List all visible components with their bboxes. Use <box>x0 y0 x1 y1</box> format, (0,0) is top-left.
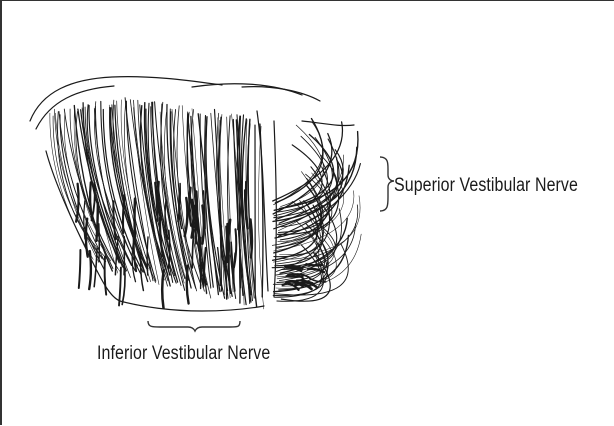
inferior-fiber-shade <box>90 182 92 220</box>
superior-vestibular-nerve-label: Superior Vestibular Nerve <box>394 175 578 197</box>
superior-fiber-shade <box>306 264 322 265</box>
inferior-fiber-shade <box>147 237 148 275</box>
inferior-fiber-shade <box>228 224 229 262</box>
superior-bracket <box>380 157 394 211</box>
inferior-fiber-shade <box>76 184 79 222</box>
inferior-bracket <box>148 321 240 331</box>
inferior-fiber-shade <box>96 203 97 241</box>
superior-fiber <box>273 147 357 221</box>
inferior-fiber-shade <box>79 250 81 288</box>
inferior-fiber-shade <box>202 206 204 244</box>
inferior-fiber-shade <box>119 268 121 306</box>
inferior-fiber-shade <box>135 199 136 237</box>
inferior-fiber-shade <box>105 257 107 295</box>
inferior-fiber-shade <box>84 201 85 239</box>
inferior-fiber-shade <box>189 188 191 226</box>
superior-fiber <box>275 119 323 203</box>
inferior-fiber <box>64 109 113 268</box>
inferior-fiber-shade <box>185 198 188 236</box>
inferior-vestibular-nerve-label: Inferior Vestibular Nerve <box>97 343 270 365</box>
inferior-fiber-shade <box>234 253 235 291</box>
superior-fiber-shade <box>286 268 302 269</box>
inferior-fiber-shade <box>162 270 164 308</box>
inferior-fiber-shade <box>187 266 189 304</box>
nerve-fibers <box>50 98 361 309</box>
